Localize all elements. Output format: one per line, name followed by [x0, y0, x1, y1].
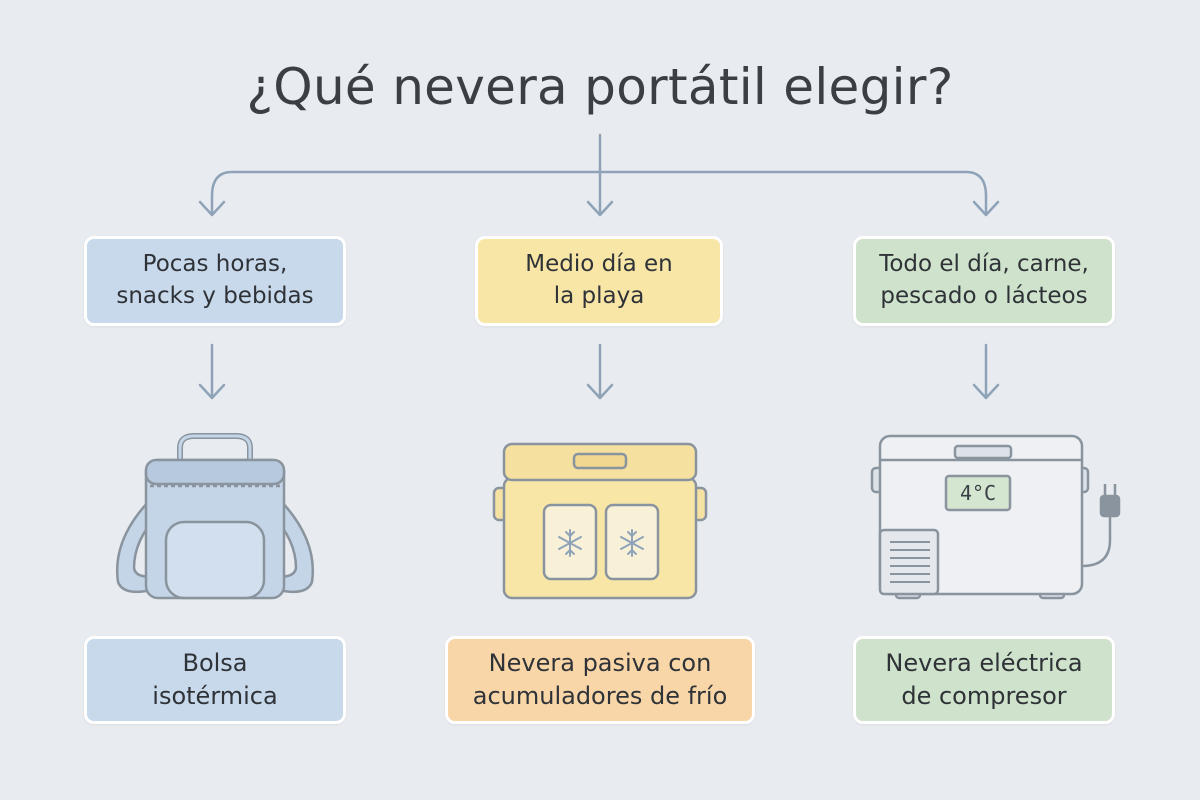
arrow-left-mid: [198, 343, 226, 400]
compressor-fridge-icon: [870, 434, 1121, 600]
question-box-full-day: Todo el día, carne, pescado o lácteos: [853, 236, 1115, 326]
insulated-bag-icon: [115, 433, 315, 600]
branch-line: [210, 170, 988, 216]
passive-cooler-icon: [492, 442, 708, 600]
arrow-center-mid: [586, 343, 614, 400]
result-box-compressor-fridge: Nevera eléctrica de compresor: [853, 636, 1115, 724]
question-box-half-day: Medio día en la playa: [475, 236, 723, 326]
arrowhead-center-top: [586, 200, 614, 217]
question-box-few-hours: Pocas horas, snacks y bebidas: [84, 236, 346, 326]
snowflake-icon: [558, 529, 644, 557]
arrowhead-right-top: [972, 200, 1000, 217]
page-title: ¿Qué nevera portátil elegir?: [246, 58, 954, 116]
result-box-insulated-bag: Bolsa isotérmica: [84, 636, 346, 724]
arrow-right-mid: [972, 343, 1000, 400]
result-box-passive-cooler: Nevera pasiva con acumuladores de frío: [445, 636, 755, 724]
arrowhead-left-top: [198, 200, 226, 217]
fridge-temperature-readout: 4°C: [960, 481, 996, 505]
